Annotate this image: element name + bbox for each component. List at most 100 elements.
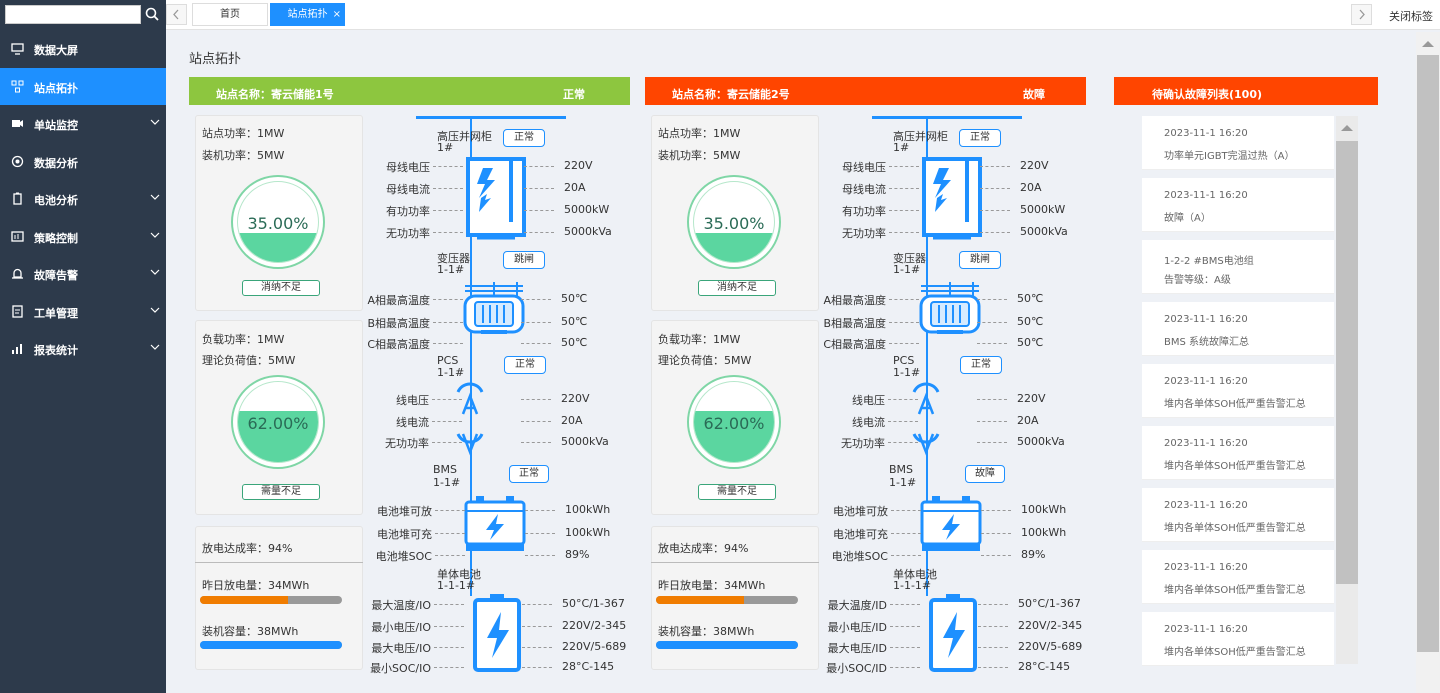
page-scrollbar[interactable] — [1416, 32, 1440, 693]
gauge-value: 62.00% — [247, 414, 309, 433]
fault-list-scrollbar[interactable] — [1336, 116, 1358, 664]
sidebar-item-8[interactable]: 报表统计 — [0, 330, 166, 367]
fault-list-item[interactable]: 2023-11-1 16:20 堆内各单体SOH低严重告警汇总 — [1142, 488, 1334, 542]
fault-list-item[interactable]: 2023-11-1 16:20 堆内各单体SOH低严重告警汇总 — [1142, 364, 1334, 418]
scroll-thumb[interactable] — [1417, 55, 1439, 652]
sidebar-item-0[interactable]: 数据大屏 — [0, 30, 166, 67]
station-name: 站点名称：寄云储能2号 — [672, 88, 790, 101]
chevron-down-icon[interactable] — [150, 119, 160, 126]
metric-label: C相最高温度 — [823, 338, 886, 351]
chevron-down-icon[interactable] — [150, 194, 160, 201]
station-status: 故障 — [1023, 88, 1045, 101]
hv-cabinet-id: 1# — [437, 141, 454, 154]
battery-icon — [13, 192, 22, 205]
fault-list-item[interactable]: 2023-11-1 16:20 功率单元IGBT完温过热（A） — [1142, 116, 1334, 170]
tab-home[interactable]: 首页 — [192, 3, 268, 26]
metric-value: 220V — [1020, 159, 1049, 172]
close-tags-button[interactable]: 关闭标签 — [1389, 10, 1433, 23]
fault-date: 2023-11-1 16:20 — [1164, 314, 1248, 325]
tabs-next-button[interactable] — [1351, 4, 1372, 25]
sidebar-item-2[interactable]: 单站监控 — [0, 105, 166, 142]
fault-message: BMS 系统故障汇总 — [1164, 337, 1250, 348]
metric-label: B相最高温度 — [823, 317, 886, 330]
metric-label: 电池堆可充 — [833, 528, 888, 541]
metric-value: 28°C-145 — [562, 660, 615, 673]
fault-date: 2023-11-1 16:20 — [1164, 376, 1248, 387]
fault-message: 堆内各单体SOH低严重告警汇总 — [1164, 523, 1306, 534]
scroll-up-icon[interactable] — [1421, 40, 1435, 48]
metric-label: 最大电压/IO — [371, 642, 431, 655]
fault-list-item[interactable]: 1-2-2 #BMS电池组 告警等级：A级 — [1142, 240, 1334, 294]
sidebar: 数据大屏 站点拓扑 单站监控 数据分析 电池分析 策略控制 故障告警 工单管理 … — [0, 0, 166, 693]
discharge-rate: 放电达成率：94% — [658, 542, 749, 555]
tab-topology[interactable]: 站点拓扑 × — [270, 3, 345, 26]
discharge-rate: 放电达成率：94% — [202, 542, 293, 555]
yesterday-progress — [656, 596, 798, 604]
bms-status-badge[interactable]: 正常 — [509, 465, 549, 483]
gauge-value: 35.00% — [703, 214, 765, 233]
gauge-value: 35.00% — [247, 214, 309, 233]
hv-status-badge[interactable]: 正常 — [959, 129, 1001, 147]
report-icon — [12, 344, 22, 354]
hv-status-badge[interactable]: 正常 — [503, 129, 545, 147]
tabs-prev-button[interactable] — [166, 4, 187, 25]
scroll-up-icon[interactable] — [1340, 124, 1354, 132]
close-tab-icon[interactable]: × — [332, 9, 341, 20]
metric-value: 5000kVa — [561, 435, 609, 448]
bms-id: 1-1# — [889, 476, 917, 489]
sidebar-item-6[interactable]: 故障告警 — [0, 255, 166, 292]
fault-list-item[interactable]: 2023-11-1 16:20 堆内各单体SOH低严重告警汇总 — [1142, 612, 1334, 666]
bms-name: BMS — [889, 463, 914, 476]
sidebar-item-3[interactable]: 数据分析 — [0, 143, 166, 180]
fault-list-item[interactable]: 2023-11-1 16:20 堆内各单体SOH低严重告警汇总 — [1142, 550, 1334, 604]
sidebar-item-label: 故障告警 — [34, 269, 78, 282]
sidebar-item-label: 报表统计 — [34, 344, 78, 357]
transformer-id: 1-1# — [893, 263, 921, 276]
metric-value: 220V/2-345 — [1018, 619, 1083, 632]
transformer-status-badge[interactable]: 跳闸 — [503, 251, 545, 269]
fault-list-item[interactable]: 2023-11-1 16:20 故障（A） — [1142, 178, 1334, 232]
fault-list-item[interactable]: 2023-11-1 16:20 堆内各单体SOH低严重告警汇总 — [1142, 426, 1334, 480]
station-header: 站点名称：寄云储能2号 故障 — [645, 77, 1086, 105]
sidebar-item-label: 数据分析 — [34, 156, 78, 170]
gauge-status-badge: 需量不足 — [242, 484, 320, 500]
chevron-left-icon — [173, 9, 179, 20]
metric-value: 100kWh — [1021, 503, 1067, 516]
sidebar-item-1[interactable]: 站点拓扑 — [0, 67, 166, 105]
pcs-status-badge[interactable]: 正常 — [504, 356, 546, 374]
battery-cell-icon — [929, 594, 977, 672]
metric-value: 20A — [1017, 414, 1039, 427]
station-power: 站点功率：1MW — [202, 127, 285, 140]
fault-list-item[interactable]: 2023-11-1 16:20 BMS 系统故障汇总 — [1142, 302, 1334, 356]
search-box — [0, 0, 166, 30]
sidebar-item-5[interactable]: 策略控制 — [0, 218, 166, 255]
metric-label: 电池堆可充 — [377, 528, 432, 541]
fault-message: 故障（A） — [1164, 213, 1211, 224]
chevron-down-icon[interactable] — [150, 232, 160, 239]
pcs-name: PCS — [893, 354, 915, 367]
metric-label: A相最高温度 — [823, 294, 886, 307]
scroll-thumb[interactable] — [1336, 141, 1358, 584]
transformer-status-badge[interactable]: 跳闸 — [959, 251, 1001, 269]
chevron-down-icon[interactable] — [150, 269, 160, 276]
sidebar-item-4[interactable]: 电池分析 — [0, 180, 166, 217]
metric-value: 220V — [1017, 392, 1046, 405]
search-icon[interactable] — [145, 7, 159, 21]
search-input[interactable] — [5, 5, 141, 24]
pcs-status-badge[interactable]: 正常 — [960, 356, 1002, 374]
gauge-status-badge: 消纳不足 — [698, 280, 776, 296]
chevron-down-icon[interactable] — [150, 307, 160, 314]
tab-label: 站点拓扑 — [287, 9, 328, 20]
cell-name: 单体电池 — [893, 568, 937, 581]
metric-value: 28°C-145 — [1018, 660, 1071, 673]
sidebar-item-7[interactable]: 工单管理 — [0, 293, 166, 330]
fault-date: 2023-11-1 16:20 — [1164, 624, 1248, 635]
metric-value: 20A — [564, 181, 586, 194]
chevron-down-icon[interactable] — [150, 344, 160, 351]
gauge-value: 62.00% — [703, 414, 765, 433]
metric-label: 线电流 — [852, 416, 885, 429]
hv-cabinet-icon — [466, 157, 526, 240]
ratio-gauge: 62.00% — [231, 375, 325, 469]
metric-label: 有功功率 — [842, 205, 886, 218]
bms-status-badge[interactable]: 故障 — [965, 465, 1005, 483]
